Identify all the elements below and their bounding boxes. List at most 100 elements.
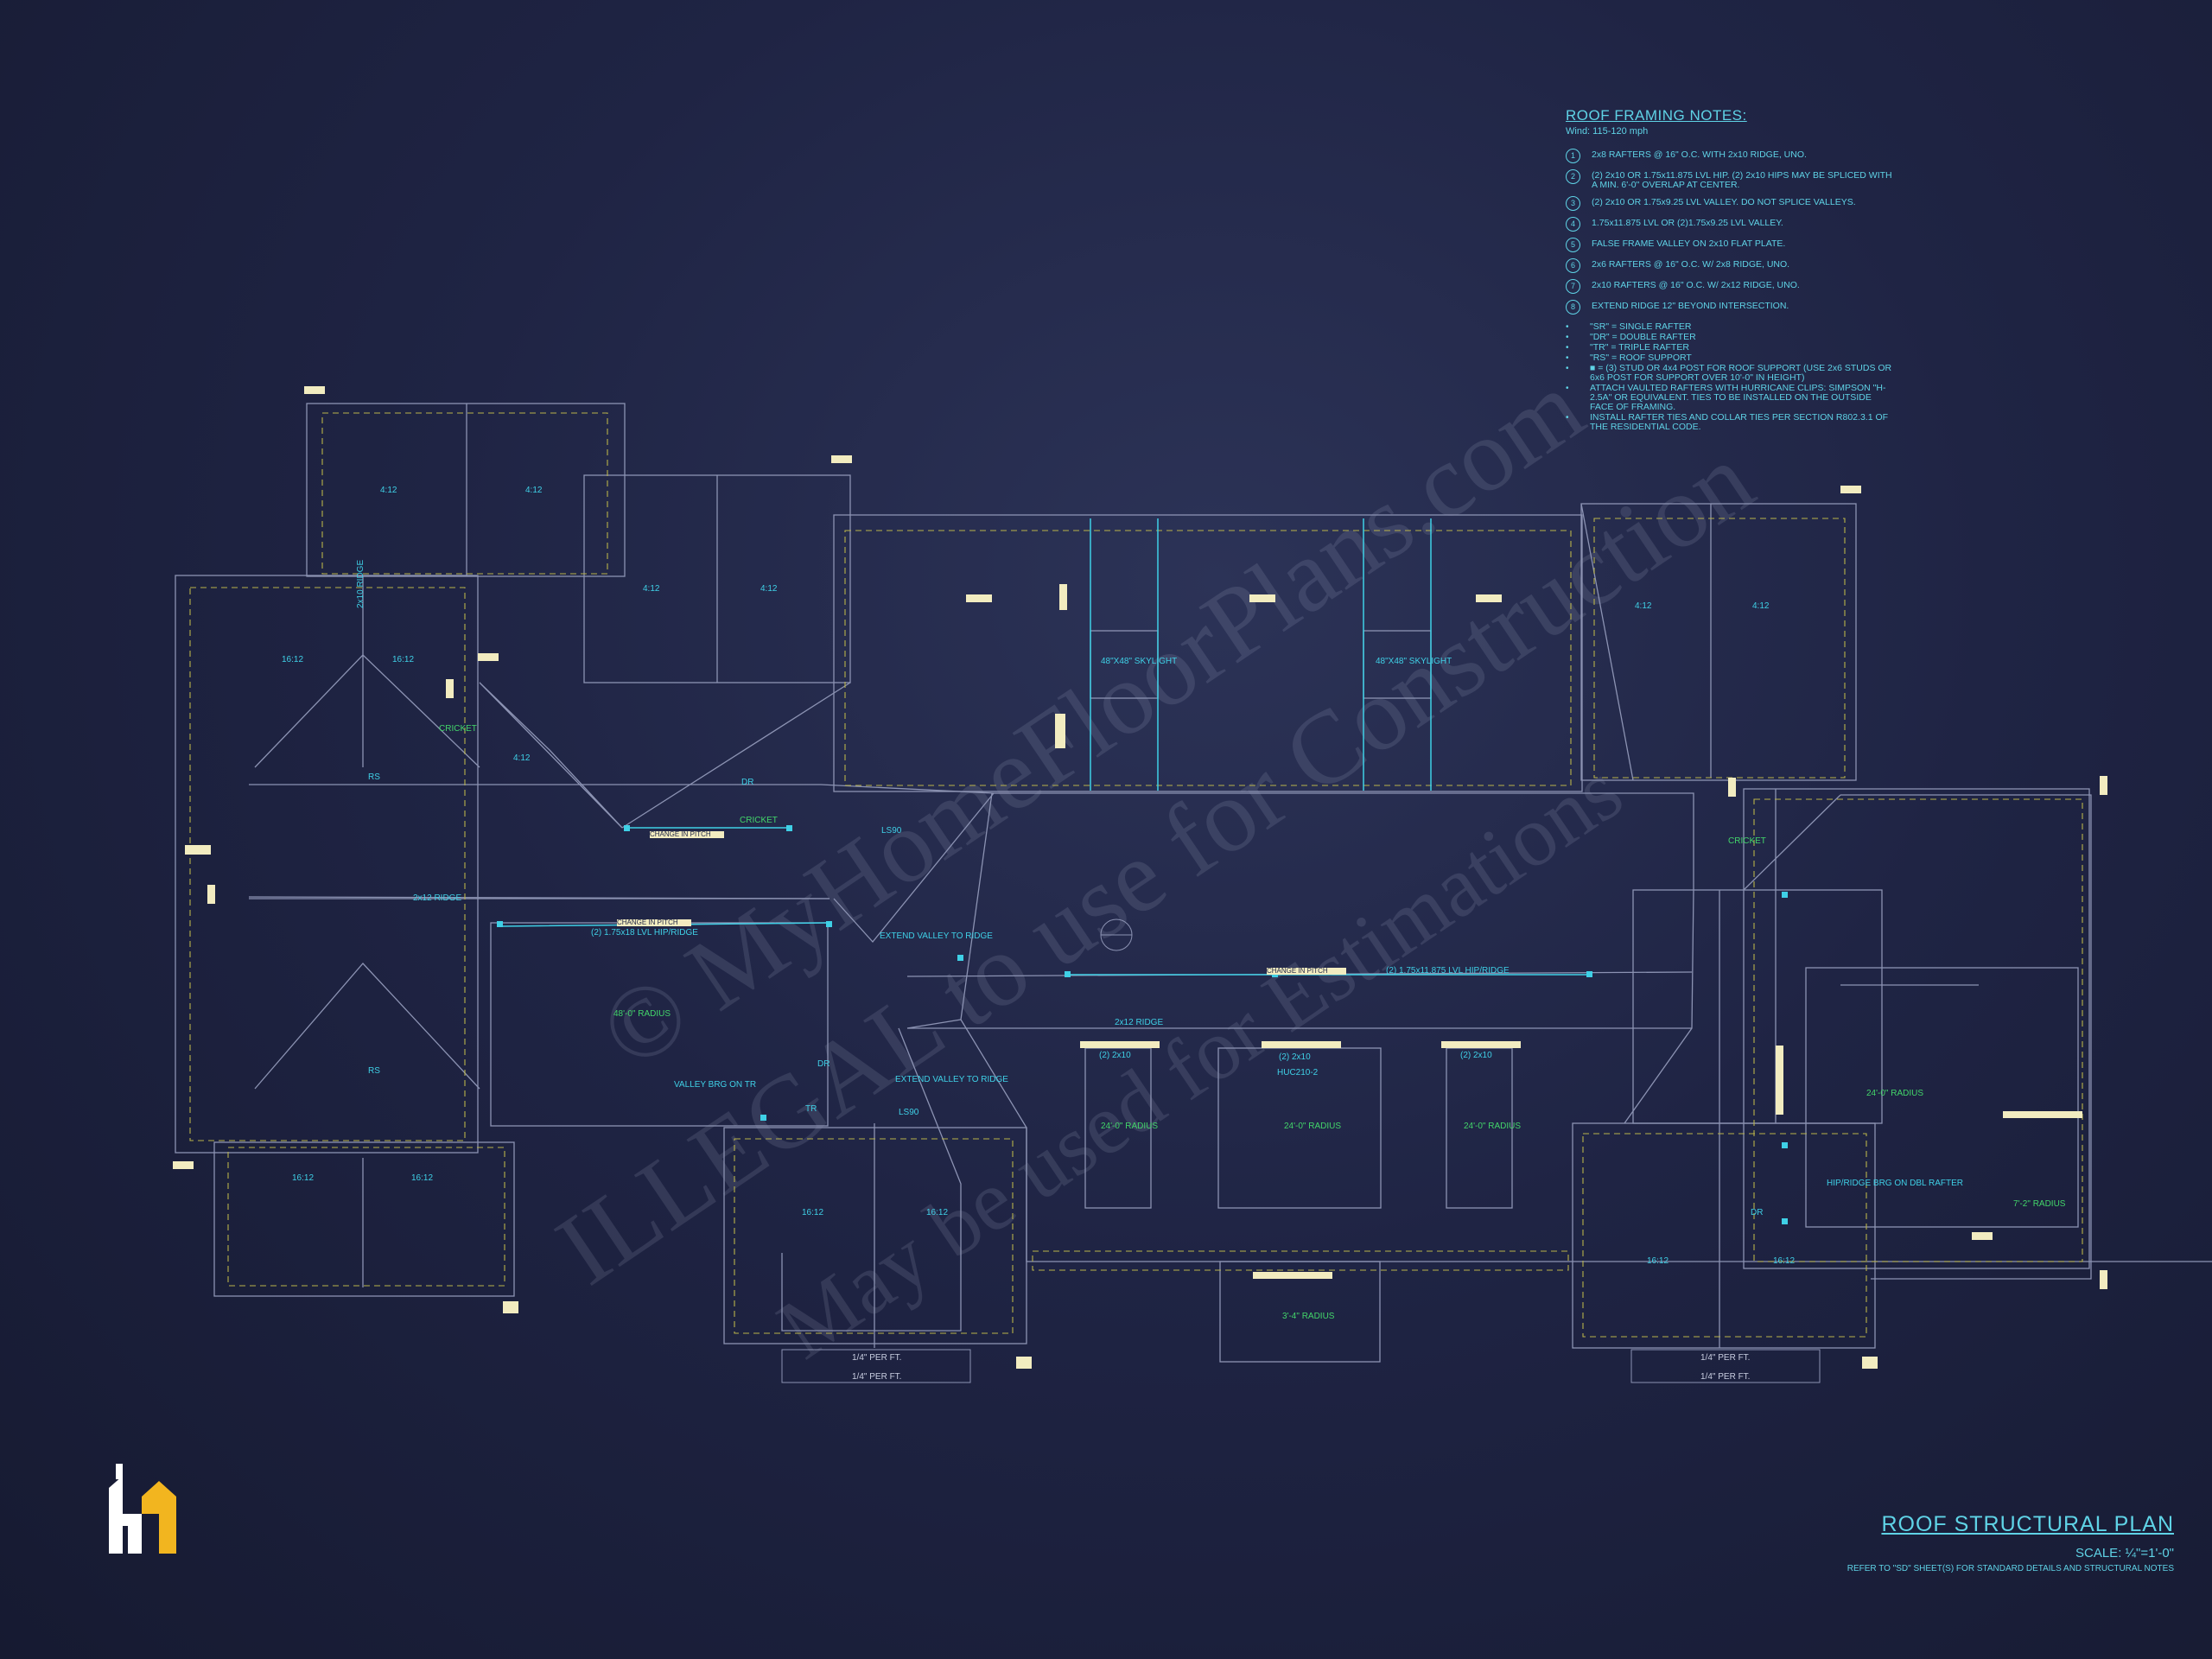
title-block: ROOF STRUCTURAL PLAN SCALE: ¼"=1'-0" REF… bbox=[1847, 1512, 2174, 1573]
note-text: EXTEND RIDGE 12" BEYOND INTERSECTION. bbox=[1592, 301, 1789, 311]
post-marker bbox=[1586, 971, 1592, 977]
per-ft-label: 1/4" PER FT. bbox=[1700, 1372, 1750, 1382]
pitch-label: 4:12 bbox=[513, 753, 531, 763]
wall-dash bbox=[734, 1138, 1014, 1334]
bearing-marker bbox=[1862, 1357, 1878, 1369]
pitch-label: 4:12 bbox=[643, 584, 660, 594]
skylight-label: 48"X48" SKYLIGHT bbox=[1376, 657, 1452, 666]
bearing-marker bbox=[173, 1161, 194, 1169]
wall-dash bbox=[1582, 1133, 1867, 1338]
note-text: 2x10 RAFTERS @ 16" O.C. W/ 2x12 RIDGE, U… bbox=[1592, 280, 1800, 290]
per-ft-label: 1/4" PER FT. bbox=[1700, 1353, 1750, 1363]
bullet-text: INSTALL RAFTER TIES AND COLLAR TIES PER … bbox=[1590, 412, 1889, 432]
roof-outline bbox=[723, 1127, 1027, 1344]
pitch-label: 16:12 bbox=[1773, 1256, 1795, 1266]
post-marker bbox=[760, 1115, 766, 1121]
bearing-marker bbox=[1249, 594, 1275, 602]
bearing-marker bbox=[1441, 1041, 1521, 1048]
bullet-item: •"SR" = SINGLE RAFTER bbox=[1566, 321, 1894, 333]
note-item: 3(2) 2x10 OR 1.75x9.25 LVL VALLEY. DO NO… bbox=[1566, 196, 1894, 211]
note-number: 1 bbox=[1566, 149, 1580, 163]
pitch-label: 16:12 bbox=[392, 655, 414, 664]
radius-label: 7'-2" RADIUS bbox=[2013, 1199, 2066, 1209]
note-text: 2x8 RAFTERS @ 16" O.C. WITH 2x10 RIDGE, … bbox=[1592, 149, 1807, 160]
roof-outline bbox=[1580, 503, 1857, 781]
pitch-label: 16:12 bbox=[926, 1208, 948, 1217]
post-marker bbox=[624, 825, 630, 831]
bullet-notes: •"SR" = SINGLE RAFTER•"DR" = DOUBLE RAFT… bbox=[1566, 322, 1894, 432]
bearing-marker bbox=[1059, 584, 1067, 610]
valley-brg-label: VALLEY BRG ON TR bbox=[674, 1080, 756, 1090]
note-number: 2 bbox=[1566, 169, 1580, 184]
dimension-box bbox=[781, 1349, 971, 1383]
hip-line bbox=[1743, 794, 1979, 986]
per-ft-label: 1/4" PER FT. bbox=[852, 1353, 901, 1363]
bullet-item: •ATTACH VAULTED RAFTERS WITH HURRICANE C… bbox=[1566, 384, 1894, 412]
pitch-label: 4:12 bbox=[1635, 601, 1652, 611]
hip-line bbox=[254, 654, 480, 768]
ridge-label: 2x12 RIDGE bbox=[1115, 1018, 1163, 1027]
post-marker bbox=[957, 955, 963, 961]
note-number: 4 bbox=[1566, 217, 1580, 232]
post-marker bbox=[1782, 892, 1788, 898]
roof-outline bbox=[994, 792, 1694, 890]
note-item: 8 EXTEND RIDGE 12" BEYOND INTERSECTION. bbox=[1566, 300, 1894, 315]
bullet-icon: • bbox=[1566, 343, 1569, 353]
roof-outline bbox=[213, 1141, 515, 1297]
bullet-icon: • bbox=[1566, 353, 1569, 363]
bullet-text: "SR" = SINGLE RAFTER bbox=[1590, 321, 1692, 332]
note-item: 2 (2) 2x10 OR 1.75x11.875 LVL HIP. (2) 2x… bbox=[1566, 169, 1894, 190]
bearing-marker bbox=[617, 919, 691, 926]
radius-label: 24'-0" RADIUS bbox=[1284, 1122, 1341, 1131]
wall-dash bbox=[844, 530, 1572, 786]
note-text: (2) 2x10 OR 1.75x11.875 LVL HIP. (2) 2x1… bbox=[1592, 170, 1892, 190]
bullet-text: "DR" = DOUBLE RAFTER bbox=[1590, 332, 1696, 342]
pitch-label: 16:12 bbox=[1647, 1256, 1669, 1266]
wall-dash bbox=[1753, 798, 2083, 1262]
beam-line bbox=[1090, 518, 1432, 791]
note-text: (2) 2x10 OR 1.75x9.25 LVL VALLEY. DO NOT… bbox=[1592, 197, 1856, 207]
post-marker bbox=[1782, 1218, 1788, 1224]
tr-label: TR bbox=[805, 1104, 817, 1114]
roof-outline bbox=[1805, 967, 2079, 1228]
hip-line bbox=[1580, 503, 1694, 1124]
bullet-text: ■ = (3) STUD OR 4x4 POST FOR ROOF SUPPOR… bbox=[1590, 363, 1892, 383]
bullet-icon: • bbox=[1566, 364, 1569, 373]
bullet-item: • ■ = (3) STUD OR 4x4 POST FOR ROOF SUPPO… bbox=[1566, 364, 1894, 383]
note-number: 8 bbox=[1566, 300, 1580, 315]
dr-label: DR bbox=[741, 778, 753, 787]
bearing-marker bbox=[207, 885, 215, 904]
roof-outline bbox=[833, 514, 1583, 792]
notes-title: ROOF FRAMING NOTES: bbox=[1566, 107, 1747, 124]
hip-line bbox=[254, 963, 480, 1090]
note-text: 2x6 RAFTERS @ 16" O.C. W/ 2x8 RIDGE, UNO… bbox=[1592, 259, 1790, 270]
roof-outline bbox=[1632, 889, 1883, 1124]
lvl-label: (2) 1.75x18 LVL HIP/RIDGE bbox=[591, 928, 698, 938]
extend-valley-label: EXTEND VALLEY TO RIDGE bbox=[880, 931, 993, 941]
roof-outline bbox=[249, 784, 995, 794]
bearing-marker bbox=[650, 831, 724, 838]
pitch-label: 16:12 bbox=[282, 655, 303, 664]
post-marker bbox=[1782, 1142, 1788, 1148]
pitch-label: 4:12 bbox=[760, 584, 778, 594]
hip-line bbox=[479, 682, 851, 829]
note-number: 6 bbox=[1566, 258, 1580, 273]
bearing-marker bbox=[1972, 1232, 1993, 1240]
radius-label: 24'-0" RADIUS bbox=[1866, 1089, 1923, 1098]
wall-dash bbox=[1032, 1250, 1569, 1271]
bearing-marker bbox=[1728, 778, 1736, 797]
rs-label: RS bbox=[368, 1066, 380, 1076]
roof-outline bbox=[1840, 794, 2092, 1280]
bullet-item: •"DR" = DOUBLE RAFTER bbox=[1566, 332, 1894, 343]
radius-label: 48'-0" RADIUS bbox=[613, 1009, 671, 1019]
roof-outline bbox=[1219, 1261, 1381, 1363]
post-marker bbox=[786, 825, 792, 831]
cricket-label: CRICKET bbox=[1728, 836, 1766, 846]
post-marker bbox=[826, 921, 832, 927]
dr-label: DR bbox=[1751, 1208, 1763, 1217]
post-marker bbox=[497, 921, 503, 927]
bullet-item: •INSTALL RAFTER TIES AND COLLAR TIES PER… bbox=[1566, 413, 1894, 432]
bearing-marker bbox=[1055, 714, 1065, 748]
